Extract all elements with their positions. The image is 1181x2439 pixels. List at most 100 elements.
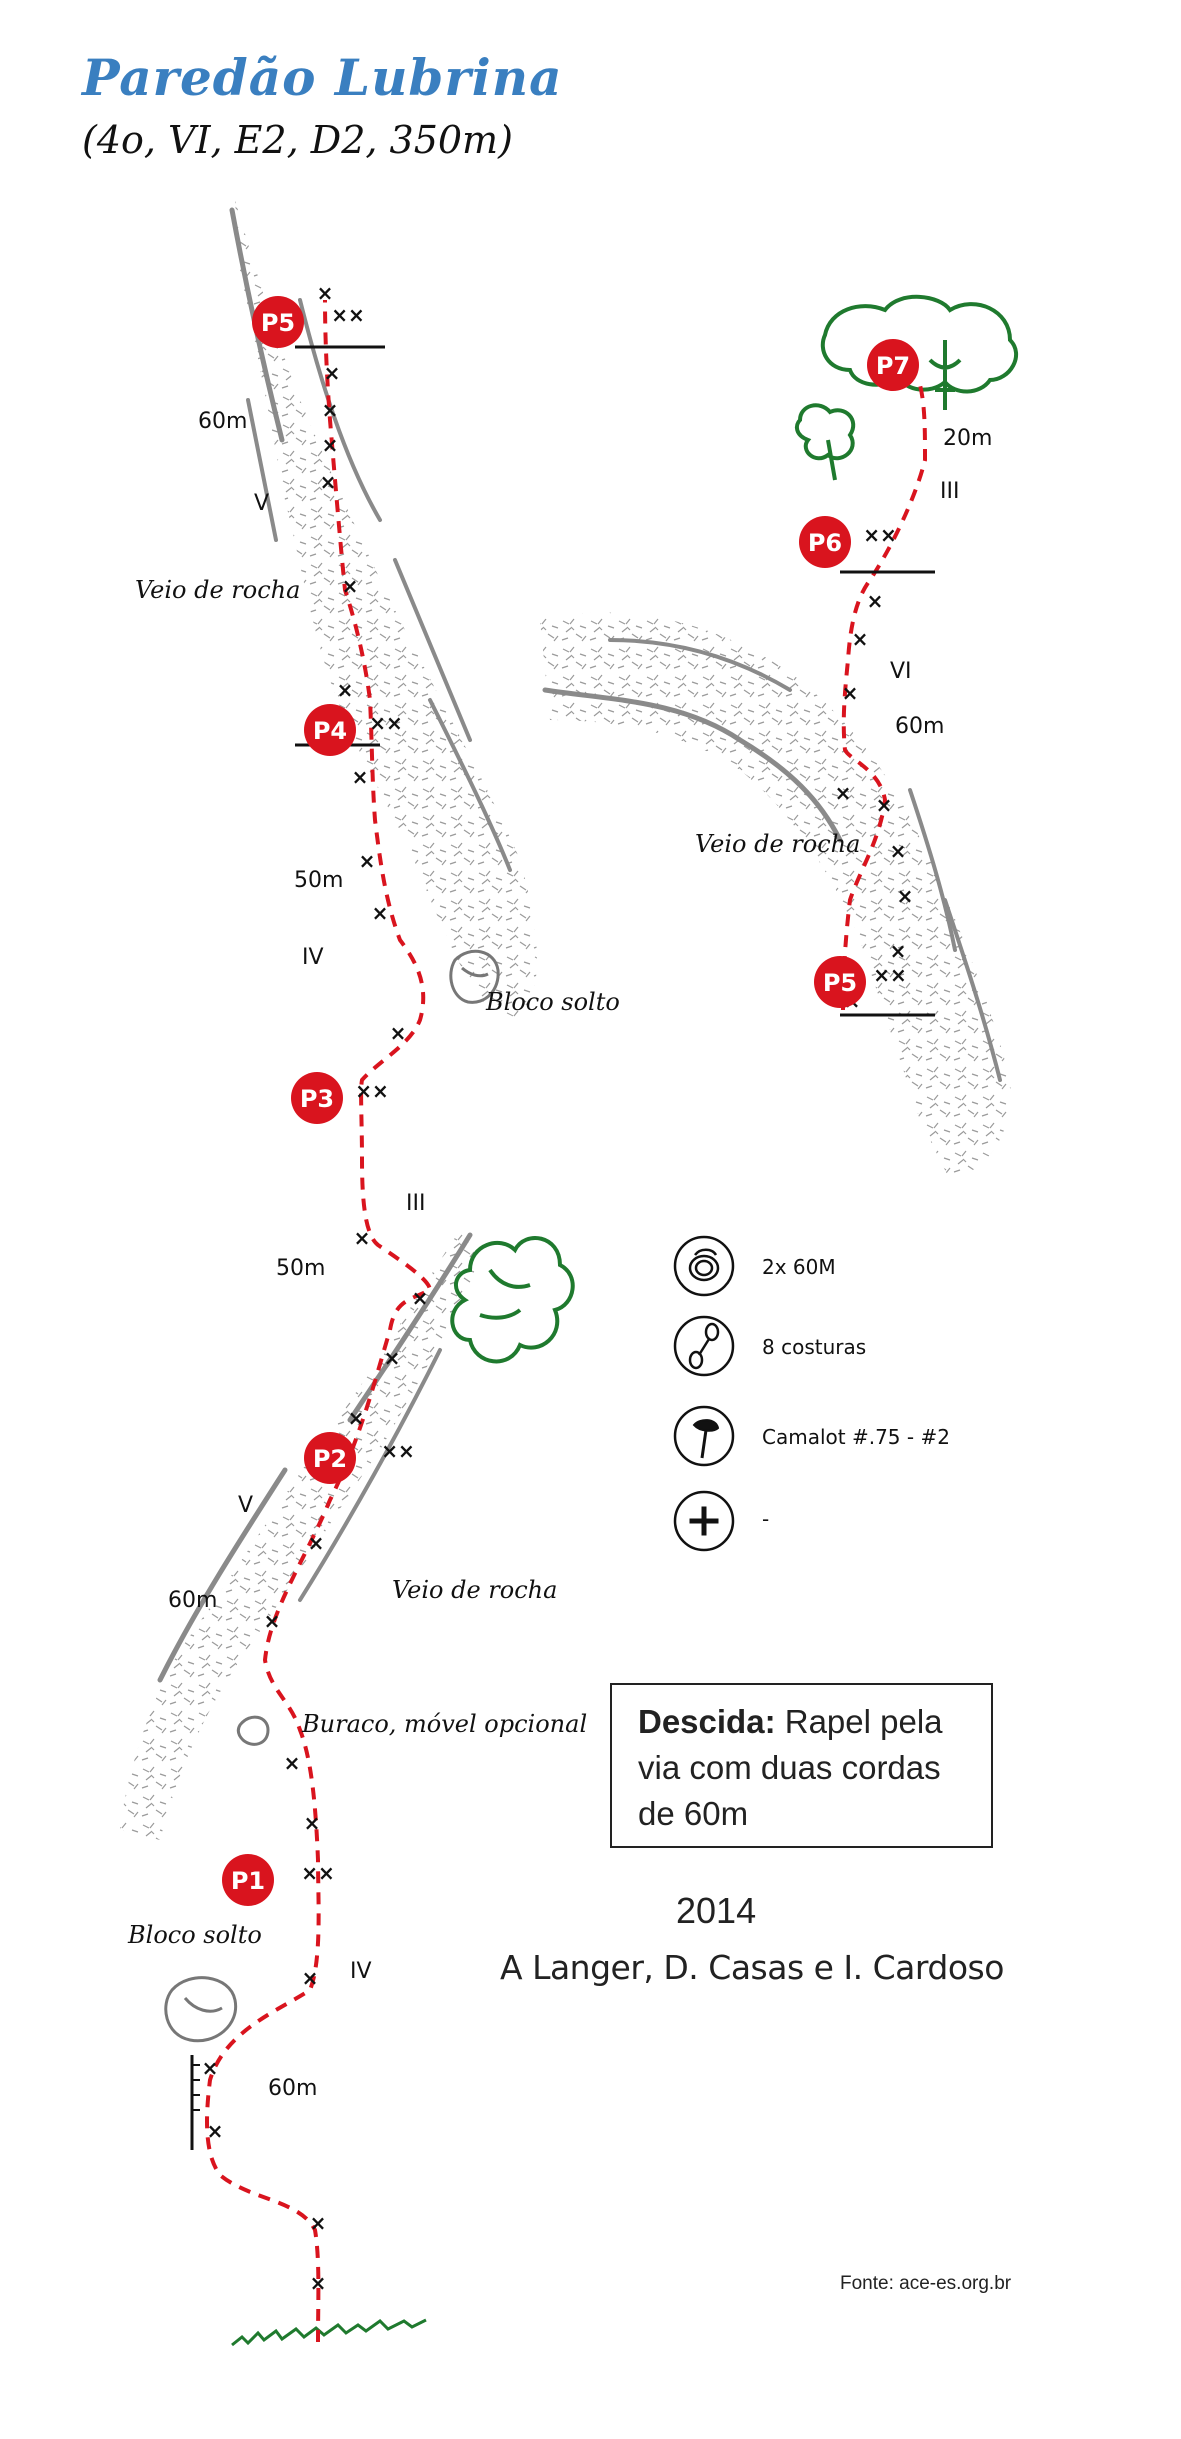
quickdraw-icon <box>688 1322 720 1370</box>
bolt-marker: × <box>310 2271 327 2295</box>
bolt-marker: × <box>852 627 869 651</box>
pitch4-length: 50m <box>294 868 343 893</box>
belay-p1[interactable]: P1 <box>222 1854 274 1906</box>
route-line-left <box>205 299 433 2343</box>
bolt-marker: × <box>342 574 359 598</box>
legend-first-aid-text: - <box>762 1507 769 1531</box>
belay-p6[interactable]: P6 <box>799 516 851 568</box>
belay-p7[interactable]: P7 <box>867 339 919 391</box>
authors: A Langer, D. Casas e I. Cardoso <box>500 1948 1004 1987</box>
svg-text:P2: P2 <box>313 1445 347 1473</box>
feature-buraco: Buraco, móvel opcional <box>301 1710 587 1738</box>
bolt-marker: × <box>354 1226 371 1250</box>
bolt-marker: × <box>835 781 852 805</box>
svg-text:P6: P6 <box>808 529 842 557</box>
rock-wall-middle <box>120 1230 480 1840</box>
bolt-marker: × <box>842 681 859 705</box>
legend-circle <box>673 1405 735 1467</box>
legend: 2x 60M 8 costuras Camalot #.75 - #2 <box>673 1235 950 1552</box>
bolt-marker: × <box>304 1811 321 1835</box>
bolt-marker: × <box>320 470 337 494</box>
belay-p5-left[interactable]: P5 <box>252 296 304 348</box>
pitch6-length: 60m <box>895 714 944 739</box>
belay-p2[interactable]: P2 <box>304 1432 356 1484</box>
legend-first-aid: - <box>673 1490 769 1552</box>
bolt-marker: × <box>322 433 339 457</box>
bolt-marker: × <box>372 901 389 925</box>
legend-rope: 2x 60M <box>673 1235 836 1297</box>
rock-wall-upper <box>229 200 537 1020</box>
anchor-marker: ×× <box>873 963 907 987</box>
pitch1-length: 60m <box>268 2076 317 2101</box>
svg-text:P5: P5 <box>261 309 295 337</box>
route-title: Paredão Lubrina <box>82 48 563 107</box>
belay-p3[interactable]: P3 <box>291 1072 343 1124</box>
bolt-marker: × <box>284 1751 301 1775</box>
legend-circle <box>673 1490 735 1552</box>
bolt-marker: × <box>324 361 341 385</box>
legend-quickdraw-text: 8 costuras <box>762 1335 866 1359</box>
bolt-marker: × <box>310 2211 327 2235</box>
rope-icon <box>688 1248 720 1282</box>
belay-p4[interactable]: P4 <box>304 704 356 756</box>
loose-block-upper <box>449 949 500 1004</box>
legend-cam: Camalot #.75 - #2 <box>673 1405 950 1467</box>
descent-box: Descida: Rapel pela via com duas cordas … <box>610 1683 993 1848</box>
legend-rope-text: 2x 60M <box>762 1255 836 1279</box>
source: Fonte: ace-es.org.br <box>840 2273 1012 2294</box>
anchor-marker: ×× <box>301 1861 335 1885</box>
bolt-marker: × <box>352 765 369 789</box>
pitch3-length: 50m <box>276 1256 325 1281</box>
belay-p5-right[interactable]: P5 <box>814 956 866 1008</box>
pitch3-grade: III <box>406 1191 425 1216</box>
feature-bloco-upper: Bloco solto <box>485 988 620 1016</box>
bolt-marker: × <box>317 281 334 305</box>
bolt-marker: × <box>337 678 354 702</box>
hole-feature <box>236 1715 270 1746</box>
bolt-marker: × <box>322 398 339 422</box>
legend-cam-text: Camalot #.75 - #2 <box>762 1425 950 1449</box>
legend-circle <box>673 1315 735 1377</box>
pitch4-grade: IV <box>302 945 324 970</box>
pitch6-grade: VI <box>890 659 912 684</box>
bolt-marker: × <box>390 1021 407 1045</box>
bolt-marker: × <box>308 1531 325 1555</box>
bolt-marker: × <box>890 839 907 863</box>
descent-text: Rapel pela via com duas cordas de 60m <box>638 1703 943 1832</box>
anchor-marker: ×× <box>369 711 403 735</box>
anchor-marker: ×× <box>381 1439 415 1463</box>
cam-icon <box>692 1419 720 1459</box>
pitch2-length: 60m <box>168 1588 217 1613</box>
pitch1-grade: IV <box>350 1959 372 1984</box>
bolt-marker: × <box>867 589 884 613</box>
bolt-marker: × <box>264 1609 281 1633</box>
bolt-marker: × <box>412 1286 429 1310</box>
legend-quickdraw: 8 costuras <box>673 1315 866 1377</box>
svg-text:P1: P1 <box>231 1867 265 1895</box>
route-grade: (4o, VI, E2, D2, 350m) <box>82 118 513 162</box>
feature-veio-middle: Veio de rocha <box>392 1576 557 1604</box>
bolt-marker: × <box>384 1346 401 1370</box>
anchor-marker: ×× <box>355 1079 389 1103</box>
feature-veio-right: Veio de rocha <box>695 830 860 858</box>
bolt-marker: × <box>876 793 893 817</box>
pitch2-grade: V <box>238 1493 253 1518</box>
feature-bloco-lower: Bloco solto <box>127 1921 262 1949</box>
descent-label: Descida: <box>638 1703 776 1740</box>
bolt-marker: × <box>202 2056 219 2080</box>
legend-circle <box>673 1235 735 1297</box>
bolt-marker: × <box>348 1406 365 1430</box>
year: 2014 <box>676 1890 757 1931</box>
bolt-marker: × <box>359 849 376 873</box>
pitch7-grade: III <box>940 479 959 504</box>
bolt-marker: × <box>897 884 914 908</box>
pitch5-length: 60m <box>198 409 247 434</box>
svg-text:P7: P7 <box>876 352 910 380</box>
bolt-marker: × <box>207 2119 224 2143</box>
anchor-marker: ×× <box>331 303 365 327</box>
svg-text:P4: P4 <box>313 717 347 745</box>
anchor-marker: ×× <box>863 523 897 547</box>
first-aid-icon <box>689 1506 719 1536</box>
svg-text:P3: P3 <box>300 1085 334 1113</box>
